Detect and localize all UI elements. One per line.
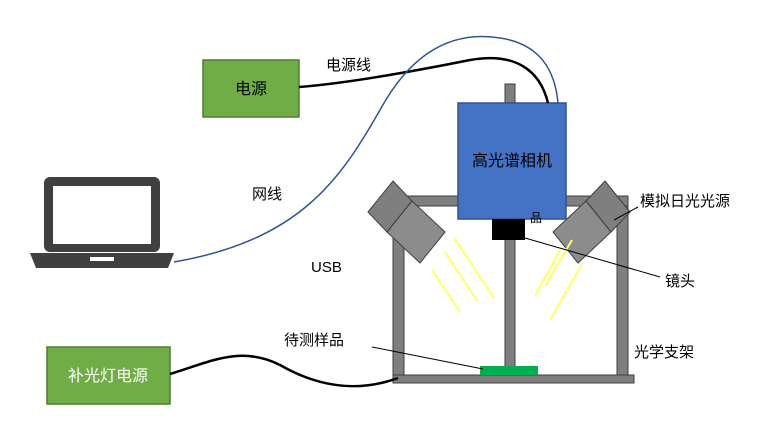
simulated-light-label: 模拟日光光源 bbox=[640, 192, 730, 210]
laptop-icon bbox=[30, 177, 174, 268]
fill-light-power-label: 补光灯电源 bbox=[68, 366, 148, 385]
network-cable-label: 网线 bbox=[252, 185, 282, 203]
network-cable bbox=[173, 35, 559, 263]
sample-label: 待测样品 bbox=[284, 331, 344, 349]
power-box: 电源 bbox=[202, 59, 300, 118]
fill-light-power-box: 补光灯电源 bbox=[46, 346, 171, 405]
camera-label: 高光谱相机 bbox=[472, 151, 552, 170]
power-cord-label: 电源线 bbox=[326, 56, 371, 74]
sample-leader-line bbox=[371, 346, 484, 370]
light-rays bbox=[431, 237, 583, 321]
light-leader-line bbox=[613, 206, 639, 221]
left-light-icon bbox=[367, 180, 446, 264]
hyperspectral-camera: 高光谱相机 bbox=[457, 102, 567, 220]
power-cord bbox=[298, 56, 550, 104]
stand-label: 光学支架 bbox=[634, 343, 694, 361]
partial-text: 品 bbox=[530, 211, 542, 225]
lens-leader-line bbox=[524, 237, 661, 278]
sample-tray bbox=[480, 366, 538, 375]
power-label: 电源 bbox=[235, 79, 267, 98]
lens bbox=[492, 219, 525, 240]
fill-light-cable bbox=[169, 354, 399, 388]
lens-label: 镜头 bbox=[665, 272, 695, 290]
usb-label: USB bbox=[311, 259, 342, 276]
